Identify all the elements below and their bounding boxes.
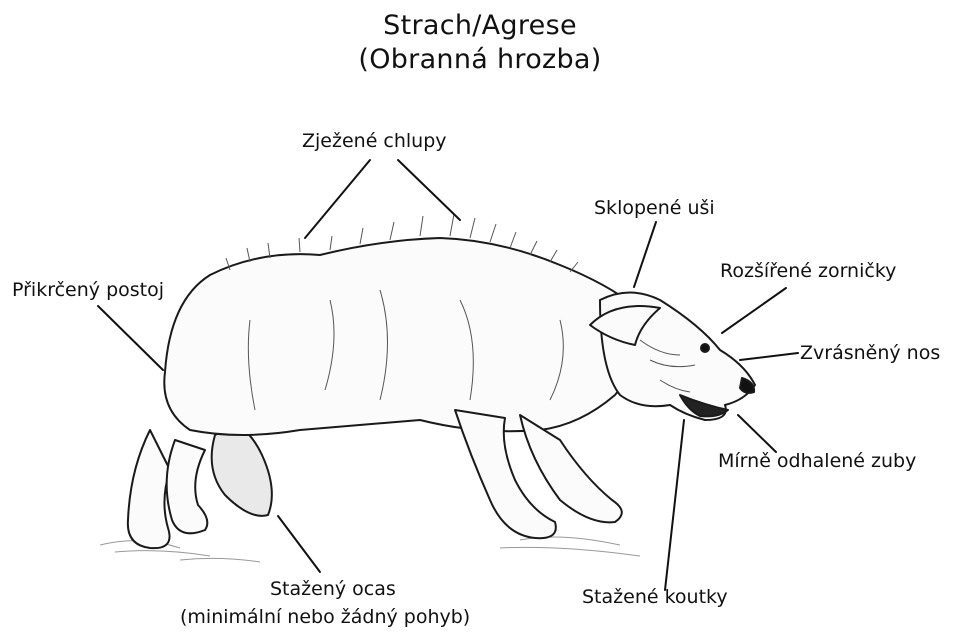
pointer-lips [665, 420, 684, 590]
torso [164, 238, 640, 435]
ground-shadow [100, 537, 640, 562]
pointer-ears [634, 222, 656, 287]
label-hackles: Zježené chlupy [302, 130, 447, 152]
front-leg-back [520, 415, 622, 522]
hind-leg-back [128, 430, 170, 548]
pointer-posture [98, 306, 163, 370]
label-teeth: Mírně odhalené zuby [718, 450, 916, 472]
wolf-body [128, 238, 755, 548]
pointer-hackles-right [398, 160, 460, 220]
eye [701, 344, 709, 352]
label-pupils: Rozšířené zorničky [720, 260, 896, 282]
pointer-tail [278, 516, 320, 572]
pointer-teeth [738, 415, 776, 452]
pointer-nose [740, 353, 798, 360]
label-lips: Stažené koutky [582, 586, 728, 608]
tail [212, 425, 272, 516]
label-tail: Stažený ocas [270, 578, 396, 600]
label-nose: Zvrásněný nos [800, 342, 940, 364]
hind-leg-front [167, 440, 208, 533]
pointer-hackles-left [305, 160, 370, 238]
pointer-pupils [722, 288, 786, 333]
label-ears: Sklopené uši [594, 197, 715, 219]
label-tail-note: (minimální nebo žádný pohyb) [180, 606, 470, 628]
label-posture: Přikrčený postoj [12, 279, 164, 301]
